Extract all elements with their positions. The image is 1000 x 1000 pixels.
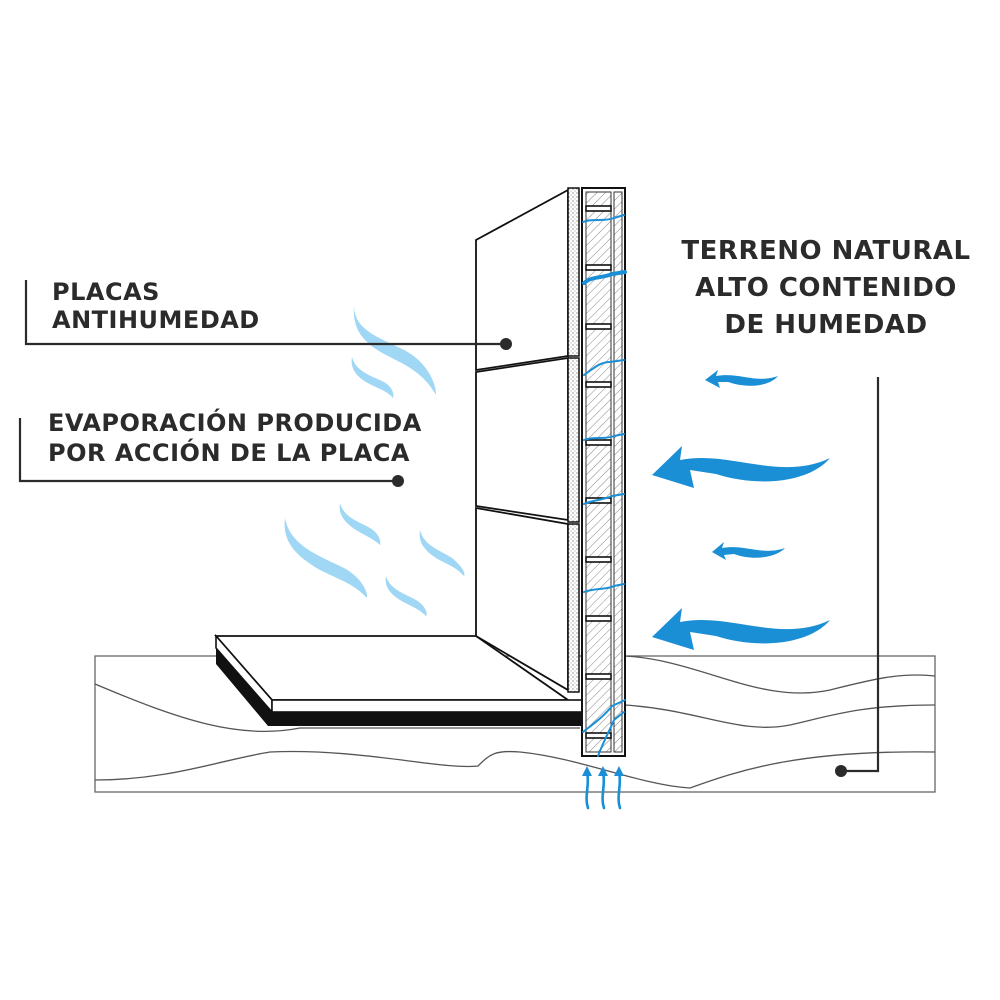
leader-dot-icon xyxy=(835,765,847,777)
leader-dot-icon xyxy=(392,475,404,487)
vapor-wisp-icon xyxy=(284,306,465,616)
label-evaporacion-line1: EVAPORACIÓN PRODUCIDA xyxy=(48,407,422,437)
antihumidity-panels xyxy=(475,187,580,693)
leader-dot-icon xyxy=(500,338,512,350)
label-evaporacion-line2: POR ACCIÓN DE LA PLACA xyxy=(48,437,410,467)
label-evaporacion: EVAPORACIÓN PRODUCIDA POR ACCIÓN DE LA P… xyxy=(18,407,422,487)
masonry-wall-section xyxy=(581,187,627,757)
moisture-cracks xyxy=(582,214,627,757)
label-terreno-line2: ALTO CONTENIDO xyxy=(695,273,957,303)
up-arrow-icon xyxy=(582,766,624,810)
label-placas-line2: ANTIHUMEDAD xyxy=(52,306,260,334)
wavy-left-arrow-icon xyxy=(652,370,830,650)
label-terreno-natural: TERRENO NATURAL ALTO CONTENIDO DE HUMEDA… xyxy=(681,236,970,777)
floor-slab xyxy=(214,633,583,726)
label-placas-line1: PLACAS xyxy=(52,278,160,306)
label-terreno-line1: TERRENO NATURAL xyxy=(681,236,970,266)
label-terreno-line3: DE HUMEDAD xyxy=(724,310,927,340)
label-placas-antihumedad: PLACAS ANTIHUMEDAD xyxy=(24,278,512,350)
